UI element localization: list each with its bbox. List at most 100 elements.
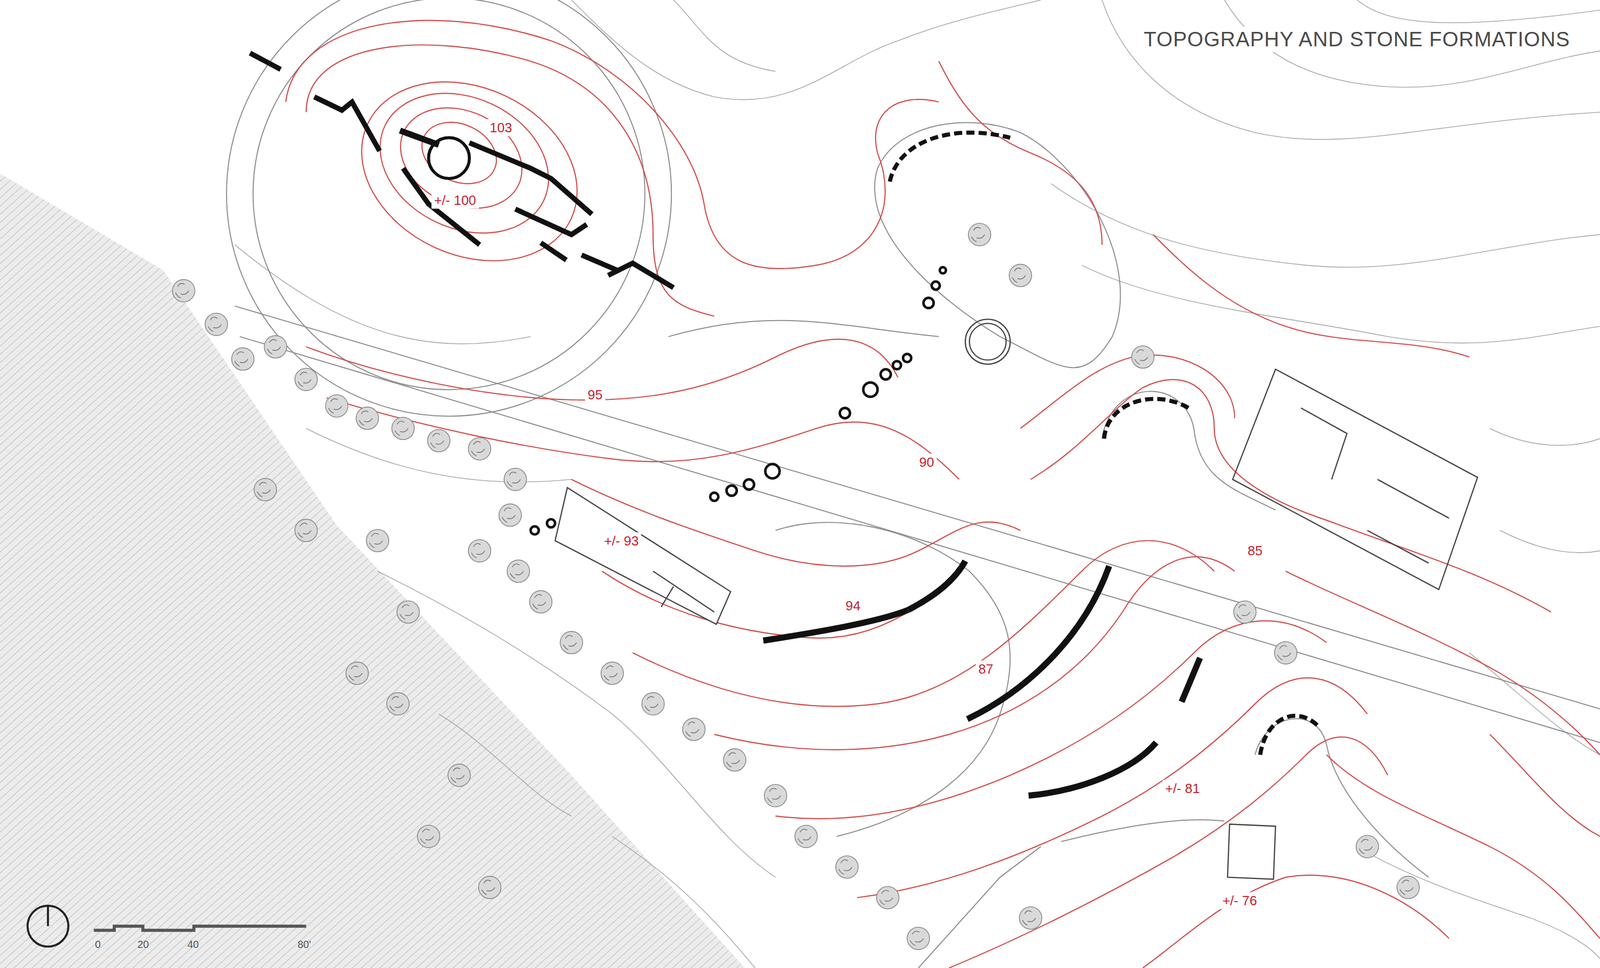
grey-contour: [673, 0, 776, 72]
grey-contour: [438, 714, 572, 816]
slope-shading: [0, 173, 745, 968]
tree-canopy: [560, 631, 583, 655]
elevation-label: +/- 93: [601, 532, 641, 550]
grey-contour: [612, 836, 756, 968]
stone-formation: [931, 281, 941, 290]
red-contour: [1489, 734, 1600, 837]
building: [1232, 369, 1478, 590]
grey-contour: [1102, 0, 1600, 140]
stone-formation: [250, 53, 1319, 796]
scale-label: 40: [187, 938, 199, 951]
tree-canopy: [172, 279, 196, 303]
tree-canopy: [968, 223, 991, 247]
path-outline: [1061, 820, 1225, 842]
tree-canopy: [1233, 600, 1257, 624]
stone-formation: [250, 53, 281, 70]
tree-canopy: [682, 718, 706, 741]
tree-canopy: [468, 540, 492, 563]
stone-formation: [940, 267, 947, 274]
scale-label: 20: [137, 938, 149, 951]
tree-canopy: [641, 692, 665, 716]
scale-bar: [93, 926, 306, 931]
elevation-label: 85: [1245, 542, 1266, 560]
stone-formation: [880, 369, 892, 380]
red-contour: [1142, 875, 1450, 968]
elevation-label: +/- 100: [431, 192, 479, 210]
grey-contour: [1357, 0, 1600, 23]
tree-canopy: [386, 692, 410, 716]
red-contour: [1020, 355, 1235, 429]
tree-canopy: [294, 368, 318, 392]
elevation-label: 94: [843, 597, 864, 615]
tree-canopy: [172, 223, 1420, 950]
path-outline: [239, 336, 1600, 743]
grey-contour: [234, 0, 1600, 968]
tree-canopy: [764, 784, 788, 808]
grey-contour: [1051, 183, 1600, 268]
red-contour: [1030, 379, 1552, 613]
building: [1227, 824, 1276, 880]
stone-formation: [902, 354, 912, 363]
stone-formation: [515, 209, 587, 235]
tree-canopy: [356, 407, 379, 430]
grey-contour: [571, 0, 1041, 100]
slope-shading: [0, 173, 745, 968]
elevation-label: 87: [976, 661, 997, 678]
stone-formation: [908, 561, 966, 611]
grey-contour: [1469, 653, 1600, 756]
tree-canopy: [600, 662, 624, 685]
stone-formation: [314, 96, 380, 151]
building: [554, 487, 731, 625]
path-outline: [1102, 391, 1276, 511]
tree-canopy: [427, 429, 451, 452]
tree-canopy: [507, 560, 530, 583]
red-contour: [775, 620, 1327, 819]
tree-canopy: [417, 825, 441, 849]
grey-contour: [234, 245, 531, 344]
red-contour: [714, 557, 1236, 751]
stone-formation: [546, 519, 555, 528]
tree-canopy: [1131, 345, 1155, 369]
stone-formation: [469, 142, 593, 215]
stone-formation: [403, 168, 480, 246]
tree-canopy: [1355, 835, 1379, 859]
elevation-label: 90: [916, 454, 937, 472]
grey-contour: [1500, 530, 1600, 553]
path-outline: [918, 846, 1041, 968]
elevation-label: +/- 81: [1162, 780, 1203, 798]
red-contour: [326, 397, 960, 480]
red-contour: [938, 61, 1103, 246]
red-contour: [948, 737, 1388, 968]
building: [653, 571, 715, 613]
path-outline: [874, 122, 1121, 368]
tree-canopy: [447, 764, 471, 788]
stone-formation: [1260, 716, 1319, 756]
tree-canopy: [529, 590, 553, 614]
building: [965, 319, 1011, 364]
grey-contour: [1489, 428, 1600, 446]
building: [969, 323, 1006, 360]
stone-formation: [763, 610, 909, 641]
stone-formation: [863, 382, 878, 397]
red-contour: [632, 541, 1215, 707]
grey-contour: [1357, 846, 1600, 960]
tree-canopy: [294, 519, 318, 543]
stone-formation: [1028, 742, 1157, 796]
tree-canopy: [345, 662, 369, 685]
tree-canopy: [325, 394, 349, 418]
tree-canopy: [835, 856, 859, 879]
tree-canopy: [366, 529, 390, 553]
tree-canopy: [876, 886, 900, 910]
stone-formation: [726, 485, 737, 496]
tree-canopy: [478, 876, 502, 900]
map-title: TOPOGRAPHY AND STONE FORMATIONS: [1140, 26, 1574, 52]
stone-formation: [892, 361, 901, 370]
path-outline: [234, 306, 1600, 710]
red-contour: [357, 66, 572, 260]
tree-canopy: [723, 749, 746, 772]
red-contour: [285, 20, 1600, 968]
red-contour: [1326, 755, 1600, 939]
stone-formation: [541, 242, 674, 288]
tree-canopy: [907, 927, 930, 951]
